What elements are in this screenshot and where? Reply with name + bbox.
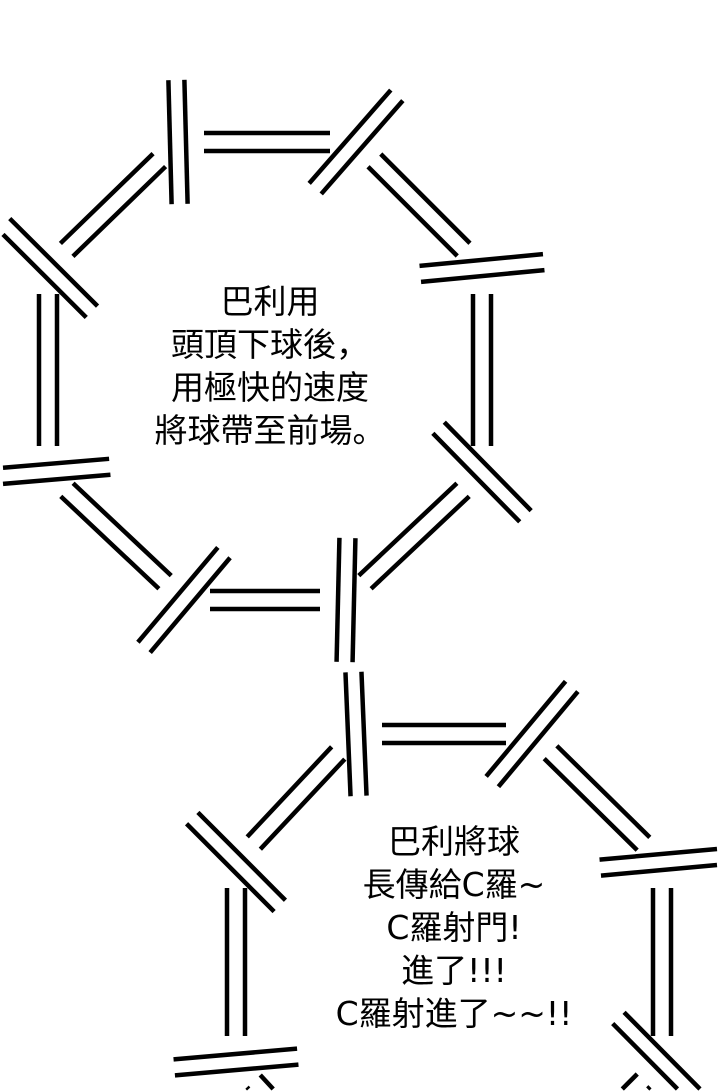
bubble-2-vertex-stroke xyxy=(496,690,580,789)
text-line: 進了!!! xyxy=(401,951,507,990)
bubble-2-vertex-stroke xyxy=(174,1062,299,1078)
bubble-2-edge-line xyxy=(258,1073,275,1091)
bubble-1-vertex-stroke xyxy=(419,251,544,269)
bubble-1-vertex-stroke xyxy=(136,545,220,644)
text-line: 巴利將球 xyxy=(388,822,520,861)
speech-bubble-2-text: 巴利將球 長傳給C羅~ C羅射門! 進了!!! C羅射進了~~!! xyxy=(336,820,573,1035)
bubble-1-edge-line xyxy=(379,152,472,245)
text-line: 將球帶至前場。 xyxy=(154,411,386,450)
bubble-2-edge-line xyxy=(542,757,639,852)
bubble-2-vertex-stroke xyxy=(196,810,288,902)
bubble-1-vertex-stroke xyxy=(8,216,100,308)
text-line: C羅射進了~~!! xyxy=(335,994,573,1033)
bubble-1-edge-line xyxy=(366,165,459,258)
bubble-1-vertex-stroke xyxy=(442,420,533,513)
text-line: 頭頂下球後， xyxy=(171,325,369,364)
bubble-1-vertex-stroke xyxy=(148,556,232,655)
bubble-1-edge-line xyxy=(71,164,168,258)
bubble-1-vertex-stroke xyxy=(182,79,190,204)
bubble-2-vertex-stroke xyxy=(599,846,718,862)
text-line: C羅射門! xyxy=(386,908,522,947)
bubble-1-edge-line xyxy=(59,494,161,591)
bubble-1-vertex-stroke xyxy=(431,431,522,524)
bubble-1-vertex-stroke xyxy=(2,456,110,471)
bubble-1-vertex-stroke xyxy=(2,472,111,487)
bubble-2-edge-line xyxy=(620,1072,639,1091)
bubble-2-edge-line xyxy=(245,745,334,839)
bubble-1-edge-line xyxy=(71,481,173,578)
text-line: 巴利用 xyxy=(220,282,320,321)
bubble-1-edge-line xyxy=(357,481,459,578)
bubble-2-edge-line xyxy=(555,744,652,839)
bubble-2-vertex-stroke xyxy=(611,1021,680,1091)
bubble-2-vertex-stroke xyxy=(622,1010,702,1091)
bubble-2-edge-line xyxy=(646,1085,652,1091)
text-line: 長傳給C羅~ xyxy=(362,865,546,904)
text-line: 用極快的速度 xyxy=(171,368,369,407)
bubble-2-vertex-stroke xyxy=(359,671,369,796)
bubble-2-vertex-stroke xyxy=(184,822,276,914)
bubble-1-vertex-stroke xyxy=(334,537,342,662)
bubble-2-vertex-stroke xyxy=(173,1046,298,1062)
bubble-2-edge-line xyxy=(258,757,347,851)
bubble-2-vertex-stroke xyxy=(484,679,568,778)
bubble-2-vertex-stroke xyxy=(343,672,353,797)
bubble-1-vertex-stroke xyxy=(350,538,358,663)
bubble-1-edge-line xyxy=(369,494,471,591)
bubble-2-edge-line xyxy=(245,1085,251,1091)
bubble-1-vertex-stroke xyxy=(420,267,545,285)
bubble-1-vertex-stroke xyxy=(319,99,405,196)
bubble-1-edge-line xyxy=(58,152,155,246)
bubble-1-vertex-stroke xyxy=(166,80,174,205)
bubble-1-vertex-stroke xyxy=(1,232,88,320)
speech-bubble-1-text: 巴利用 頭頂下球後， 用極快的速度 將球帶至前場。 xyxy=(155,280,386,452)
bubble-1-vertex-stroke xyxy=(307,88,393,185)
bubble-2-vertex-stroke xyxy=(600,862,718,878)
